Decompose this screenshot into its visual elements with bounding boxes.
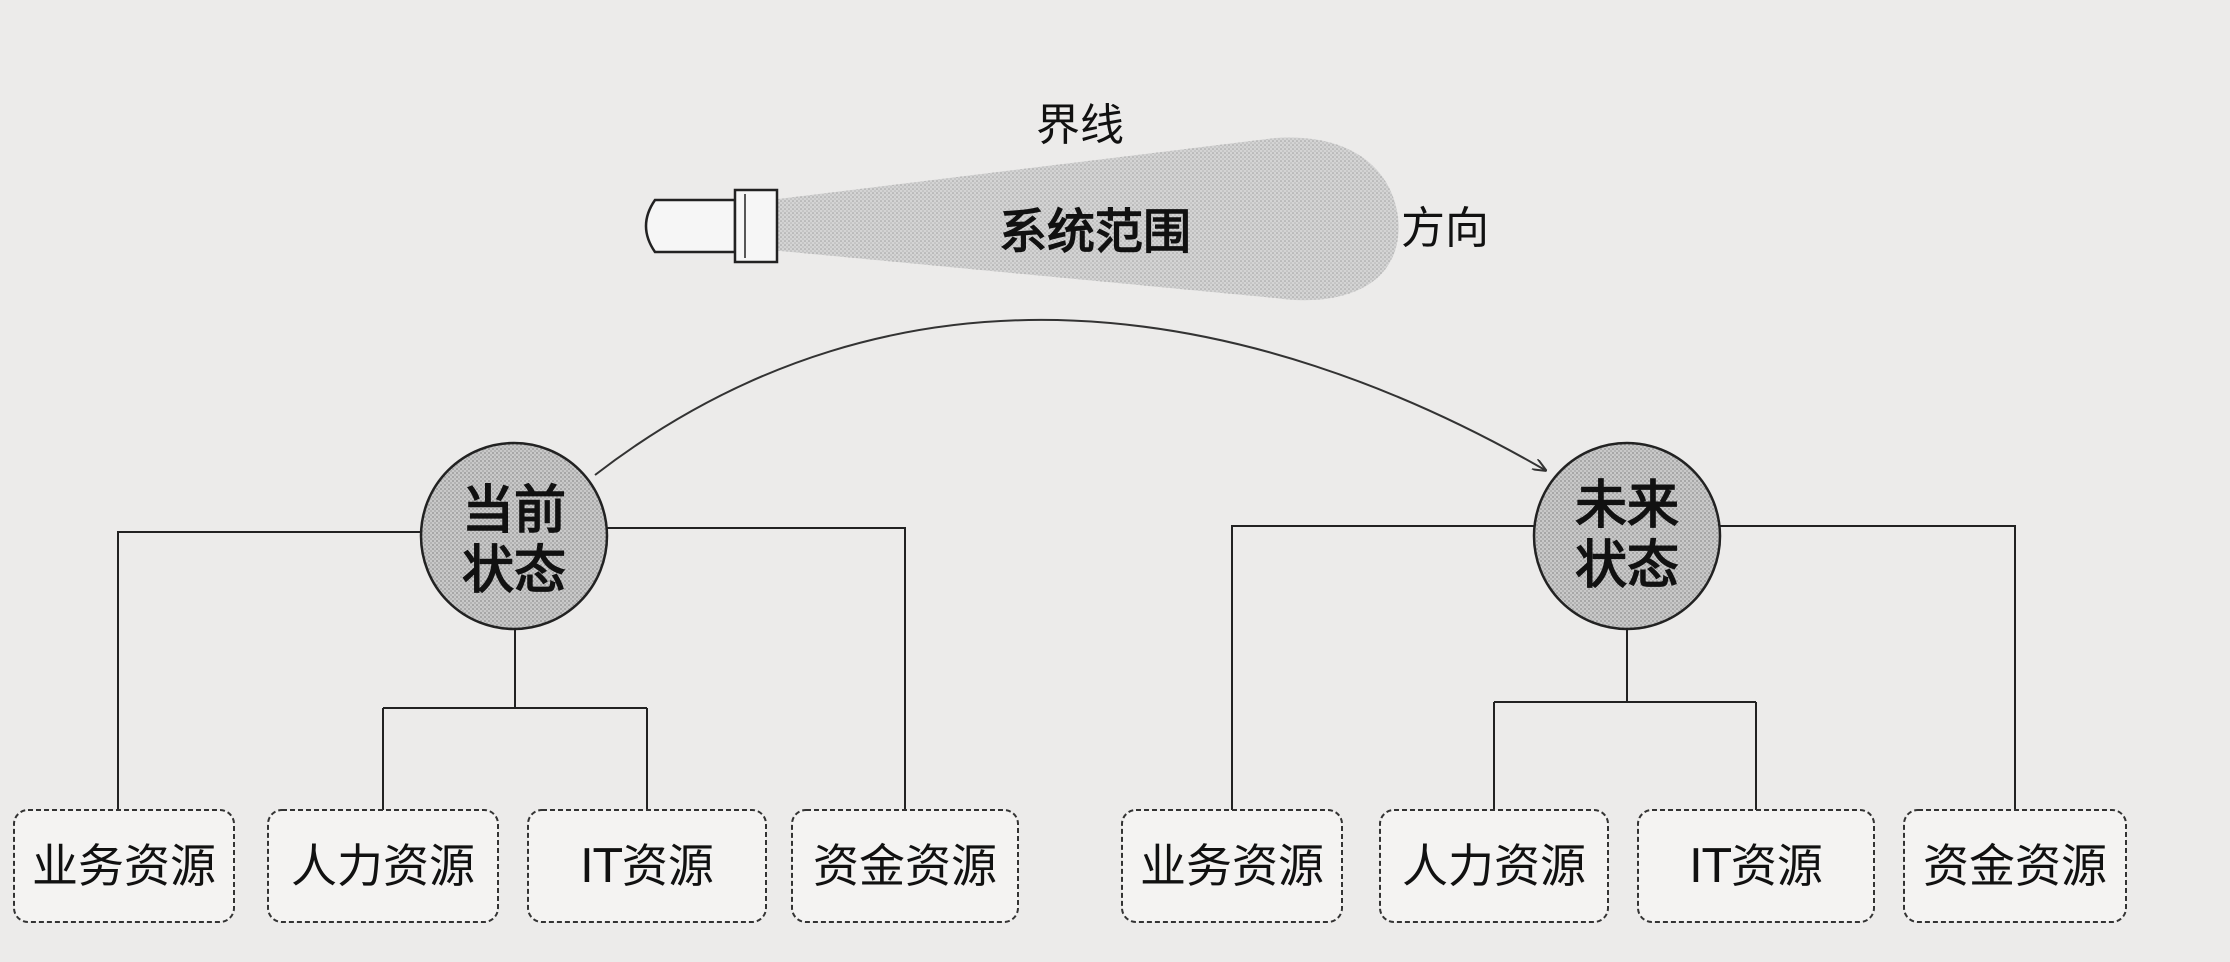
current-state-connectors — [117, 527, 906, 810]
system-scope-label: 系统范围 — [999, 204, 1191, 260]
flashlight-head — [733, 188, 779, 264]
flashlight-icon — [644, 137, 1399, 301]
current-resource-it: IT资源 — [527, 809, 767, 923]
future-state-label-line1: 未来 — [1575, 476, 1679, 536]
current-resource-business: 业务资源 — [13, 809, 235, 923]
svg-text:IT资源: IT资源 — [1689, 839, 1823, 893]
future-state-label-line2: 状态 — [1575, 536, 1679, 596]
boundary-label: 界线 — [1036, 100, 1124, 151]
svg-text:IT资源: IT资源 — [580, 839, 714, 893]
current-state-node: 当前 状态 — [419, 441, 609, 631]
flashlight-beam — [770, 137, 1399, 301]
current-state-label-line1: 当前 — [462, 481, 566, 541]
svg-text:人力资源: 人力资源 — [1402, 839, 1586, 893]
current-state-label-line2: 状态 — [462, 541, 566, 601]
svg-text:业务资源: 业务资源 — [1140, 839, 1324, 893]
current-resource-finance: 资金资源 — [791, 809, 1019, 923]
future-resource-business: 业务资源 — [1121, 809, 1343, 923]
svg-text:资金资源: 资金资源 — [1923, 839, 2107, 893]
svg-text:资金资源: 资金资源 — [813, 839, 997, 893]
flashlight-handle — [644, 198, 737, 254]
svg-text:业务资源: 业务资源 — [32, 839, 216, 893]
future-state-node: 未来 状态 — [1532, 441, 1722, 631]
future-resource-it: IT资源 — [1637, 809, 1875, 923]
svg-text:人力资源: 人力资源 — [291, 839, 475, 893]
transition-arrow — [594, 319, 1545, 476]
future-resource-finance: 资金资源 — [1903, 809, 2127, 923]
future-resource-human: 人力资源 — [1379, 809, 1609, 923]
current-resource-human: 人力资源 — [267, 809, 499, 923]
future-state-connectors — [1231, 525, 2016, 810]
direction-label: 方向 — [1401, 203, 1489, 254]
